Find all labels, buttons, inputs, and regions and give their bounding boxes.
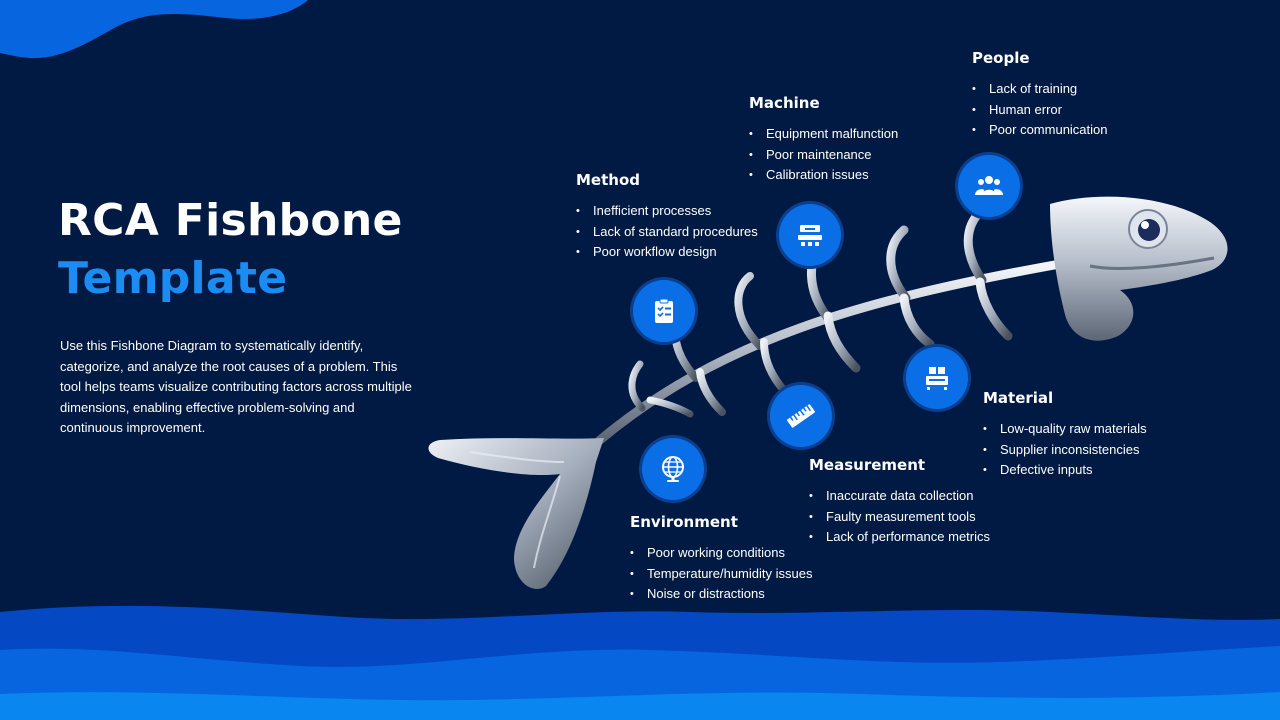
list-item: Supplier inconsistencies bbox=[983, 440, 1147, 461]
ruler-icon bbox=[787, 404, 815, 428]
list-item: Human error bbox=[972, 100, 1108, 121]
list-item: Lack of training bbox=[972, 79, 1108, 100]
category-machine-title: Machine bbox=[749, 94, 820, 112]
category-people-title: People bbox=[972, 49, 1030, 67]
method-icon-circle bbox=[633, 280, 695, 342]
category-environment-title: Environment bbox=[630, 513, 738, 531]
list-item: Temperature/humidity issues bbox=[630, 564, 812, 585]
page-title: RCA Fishbone Template bbox=[58, 192, 403, 308]
category-machine-list: Equipment malfunction Poor maintenance C… bbox=[749, 124, 898, 186]
category-people: People Lack of training Human error Poor… bbox=[972, 48, 1108, 141]
list-item: Calibration issues bbox=[749, 165, 898, 186]
category-method-list: Inefficient processes Lack of standard p… bbox=[576, 201, 758, 263]
environment-icon-circle bbox=[642, 438, 704, 500]
title-line-1: RCA Fishbone bbox=[58, 195, 403, 246]
category-environment: Environment Poor working conditions Temp… bbox=[630, 512, 812, 605]
list-item: Poor working conditions bbox=[630, 543, 812, 564]
list-item: Inefficient processes bbox=[576, 201, 758, 222]
globe-icon bbox=[662, 456, 684, 482]
list-item: Faulty measurement tools bbox=[809, 507, 990, 528]
list-item: Inaccurate data collection bbox=[809, 486, 990, 507]
category-people-list: Lack of training Human error Poor commun… bbox=[972, 79, 1108, 141]
category-measurement: Measurement Inaccurate data collection F… bbox=[809, 455, 990, 548]
list-item: Defective inputs bbox=[983, 460, 1147, 481]
measurement-icon-circle bbox=[770, 385, 832, 447]
category-method-title: Method bbox=[576, 171, 640, 189]
people-icon-circle bbox=[958, 155, 1020, 217]
category-measurement-title: Measurement bbox=[809, 456, 926, 474]
category-measurement-list: Inaccurate data collection Faulty measur… bbox=[809, 486, 990, 548]
top-left-wave bbox=[0, 0, 308, 59]
description-text: Use this Fishbone Diagram to systematica… bbox=[60, 338, 412, 436]
category-method: Method Inefficient processes Lack of sta… bbox=[576, 170, 758, 263]
list-item: Poor workflow design bbox=[576, 242, 758, 263]
bottom-wave-light bbox=[0, 692, 1280, 720]
list-item: Poor maintenance bbox=[749, 145, 898, 166]
category-material-list: Low-quality raw materials Supplier incon… bbox=[983, 419, 1147, 481]
list-item: Equipment malfunction bbox=[749, 124, 898, 145]
list-item: Lack of performance metrics bbox=[809, 527, 990, 548]
machine-icon-circle bbox=[779, 204, 841, 266]
list-item: Noise or distractions bbox=[630, 584, 812, 605]
people-group-icon bbox=[975, 176, 1003, 195]
fish-skeleton-graphic bbox=[428, 196, 1228, 589]
category-material: Material Low-quality raw materials Suppl… bbox=[983, 388, 1147, 481]
machine-icon bbox=[798, 225, 822, 246]
clipboard-checklist-icon bbox=[655, 298, 673, 323]
category-machine: Machine Equipment malfunction Poor maint… bbox=[749, 93, 898, 186]
material-boxes-icon bbox=[926, 367, 948, 390]
list-item: Low-quality raw materials bbox=[983, 419, 1147, 440]
title-line-2: Template bbox=[58, 253, 288, 304]
list-item: Poor communication bbox=[972, 120, 1108, 141]
category-material-title: Material bbox=[983, 389, 1054, 407]
category-environment-list: Poor working conditions Temperature/humi… bbox=[630, 543, 812, 605]
list-item: Lack of standard procedures bbox=[576, 222, 758, 243]
material-icon-circle bbox=[906, 347, 968, 409]
